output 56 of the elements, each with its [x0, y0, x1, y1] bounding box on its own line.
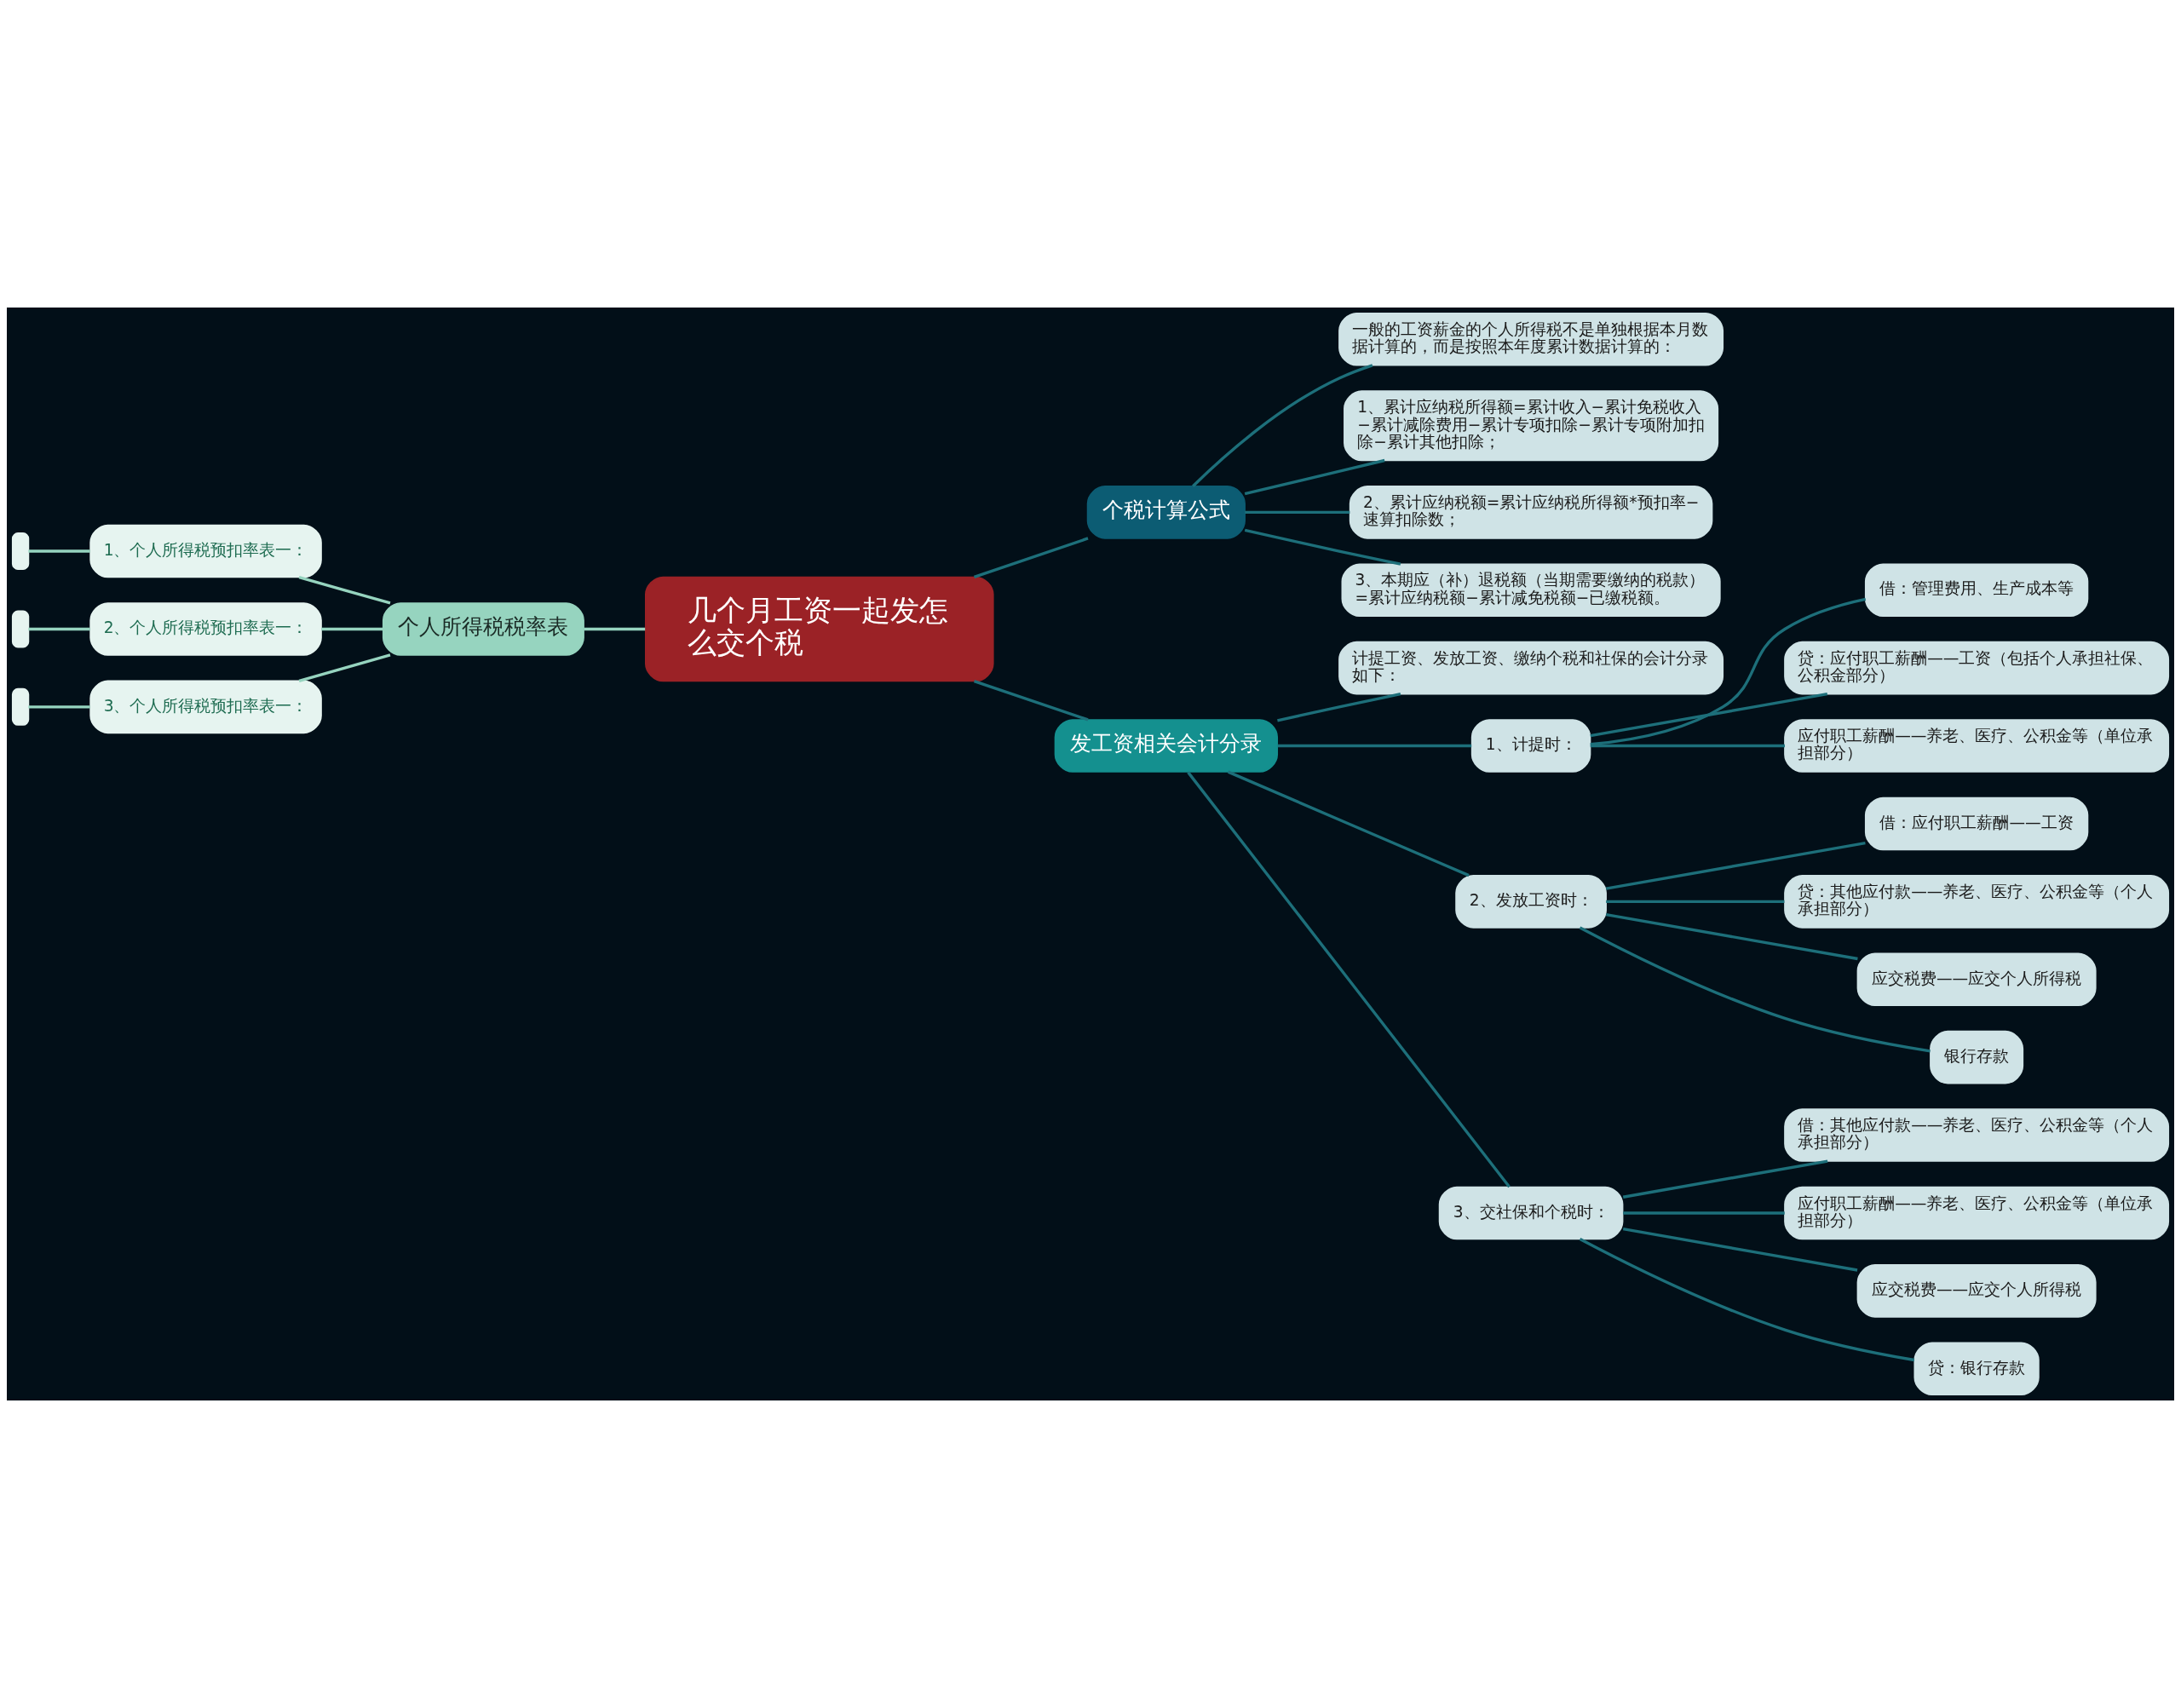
connector — [973, 537, 1089, 578]
node-box: 3、个人所得税预扣率表一： — [89, 680, 322, 734]
node-box: 一般的工资薪金的个人所得税不是单独根据本月数据计算的，而是按照本年度累计数据计算的： — [1338, 312, 1724, 366]
node-box: 3、本期应（补）退税额（当期需要缴纳的税款）=累计应纳税额−累计减免税额−已缴税额。 — [1341, 563, 1721, 618]
node-box: 1、计提时： — [1470, 719, 1591, 773]
connector — [28, 549, 90, 553]
connector — [1579, 1238, 1915, 1362]
connector — [1622, 1228, 1858, 1272]
node-box: 贷：其他应付款——养老、医疗、公积金等（个人承担部分） — [1784, 875, 2170, 929]
connector — [1579, 926, 1931, 1053]
connector — [1277, 744, 1472, 748]
node-box: 银行存款 — [1930, 1030, 2024, 1084]
node-box: 1、个人所得税预扣率表一： — [89, 524, 322, 578]
node-box: 个税计算公式 — [1086, 486, 1246, 539]
node-box: 发工资相关会计分录 — [1054, 719, 1279, 773]
node-box: 借：其他应付款——养老、医疗、公积金等（个人承担部分） — [1784, 1108, 2170, 1162]
connector — [1590, 744, 1785, 748]
node-box: 几个月工资一起发怎么交个税 — [645, 576, 994, 682]
connector — [584, 627, 646, 631]
connector — [1605, 912, 1858, 961]
node-box: 应交税费——应交个人所得税 — [1856, 952, 2097, 1007]
connector — [28, 627, 90, 631]
node-box: 借：应付职工薪酬——工资 — [1864, 796, 2089, 851]
node-box: 贷：银行存款 — [1913, 1342, 2040, 1396]
connector — [1277, 693, 1401, 722]
connector — [28, 705, 90, 709]
connector — [973, 680, 1089, 722]
connector — [1590, 597, 1867, 746]
connector — [1187, 771, 1511, 1188]
connector — [1245, 510, 1350, 515]
connector — [1244, 458, 1385, 496]
node-box: 3、交社保和个税时： — [1438, 1186, 1624, 1240]
connector — [321, 627, 383, 631]
connector — [1192, 364, 1373, 487]
node-box: 计提工资、发放工资、缴纳个税和社保的会计分录如下： — [1338, 641, 1724, 695]
connector — [1228, 770, 1470, 877]
connector — [1606, 900, 1785, 904]
node-box: 个人所得税税率表 — [382, 602, 584, 656]
node-box — [11, 610, 30, 648]
node-box: 借：管理费用、生产成本等 — [1864, 563, 2089, 618]
node-box — [11, 532, 30, 571]
connector — [1590, 693, 1828, 738]
node-box: 2、累计应纳税额=累计应纳税所得额*预扣率−速算扣除数； — [1349, 486, 1713, 539]
node-box: 应付职工薪酬——养老、医疗、公积金等（单位承担部分） — [1784, 719, 2170, 773]
node-box — [11, 687, 30, 726]
node-box: 应交税费——应交个人所得税 — [1856, 1264, 2097, 1318]
connector — [298, 576, 391, 605]
node-box: 2、个人所得税预扣率表一： — [89, 602, 322, 656]
connector — [298, 653, 391, 682]
connector — [1623, 1211, 1785, 1215]
node-box: 贷：应付职工薪酬——工资（包括个人承担社保、公积金部分） — [1784, 641, 2170, 695]
connector — [1605, 841, 1866, 890]
connector — [1622, 1159, 1828, 1199]
node-box: 1、累计应纳税所得额=累计收入−累计免税收入−累计减除费用−累计专项扣除−累计专项附加扣除−累计其他扣除； — [1344, 390, 1719, 462]
node-box: 2、发放工资时： — [1455, 875, 1607, 929]
node-box: 应付职工薪酬——养老、医疗、公积金等（单位承担部分） — [1784, 1186, 2170, 1240]
